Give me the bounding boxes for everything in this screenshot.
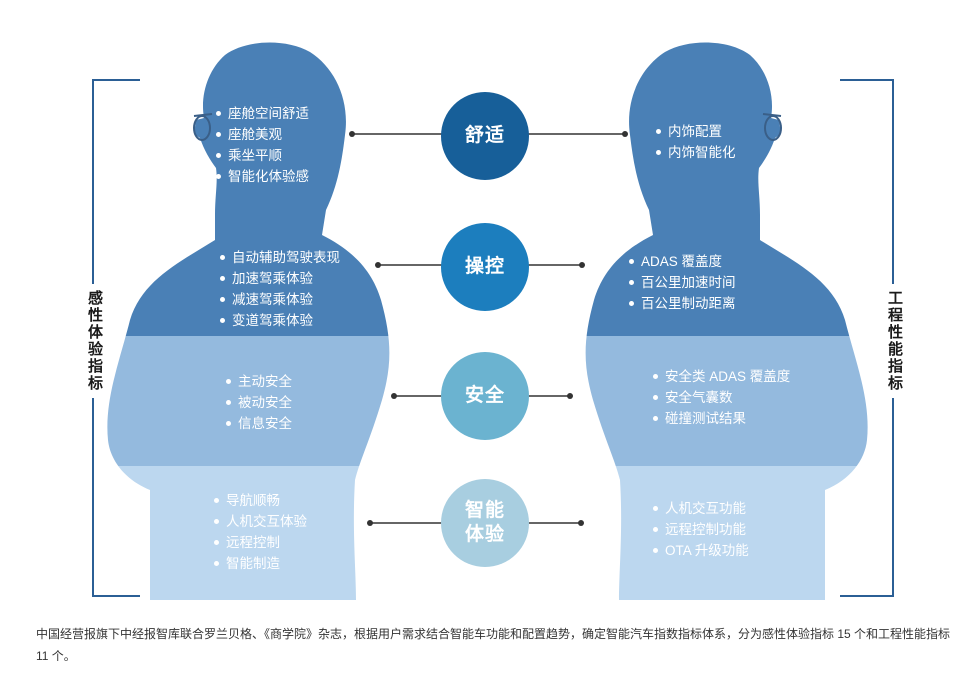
list-item: 智能化体验感 bbox=[214, 166, 309, 187]
list-item: 导航顺畅 bbox=[212, 490, 307, 511]
left-axis-label: 感性体验指标 bbox=[84, 284, 105, 398]
right-list-comfort: 内饰配置 内饰智能化 bbox=[654, 121, 736, 163]
list-item: 远程控制 bbox=[212, 532, 307, 553]
connectors bbox=[349, 131, 628, 526]
list-item: 主动安全 bbox=[224, 371, 292, 392]
left-list-comfort: 座舱空间舒适 座舱美观 乘坐平顺 智能化体验感 bbox=[214, 103, 309, 187]
list-item: 减速驾乘体验 bbox=[218, 289, 340, 310]
right-axis-label: 工程性能指标 bbox=[884, 284, 905, 398]
right-glasses bbox=[762, 113, 782, 141]
list-item: 座舱美观 bbox=[214, 124, 309, 145]
right-list-safety: 安全类 ADAS 覆盖度 安全气囊数 碰撞测试结果 bbox=[651, 366, 790, 429]
category-circle-safety: 安全 bbox=[441, 352, 529, 440]
list-item: 智能制造 bbox=[212, 553, 307, 574]
list-item: 人机交互功能 bbox=[651, 498, 749, 519]
category-circle-comfort: 舒适 bbox=[441, 92, 529, 180]
list-item: 加速驾乘体验 bbox=[218, 268, 340, 289]
list-item: 被动安全 bbox=[224, 392, 292, 413]
list-item: 远程控制功能 bbox=[651, 519, 749, 540]
list-item: 信息安全 bbox=[224, 413, 292, 434]
category-circle-smart: 智能体验 bbox=[441, 479, 529, 567]
left-list-control: 自动辅助驾驶表现 加速驾乘体验 减速驾乘体验 变道驾乘体验 bbox=[218, 247, 340, 331]
figure-caption: 中国经营报旗下中经报智库联合罗兰贝格、《商学院》杂志，根据用户需求结合智能车功能… bbox=[36, 627, 951, 663]
list-item: ADAS 覆盖度 bbox=[627, 251, 736, 272]
list-item: 人机交互体验 bbox=[212, 511, 307, 532]
category-label: 智能体验 bbox=[464, 500, 505, 545]
list-item: 内饰智能化 bbox=[654, 142, 736, 163]
left-list-smart: 导航顺畅 人机交互体验 远程控制 智能制造 bbox=[212, 490, 307, 574]
connector-smart bbox=[367, 520, 584, 526]
list-item: 变道驾乘体验 bbox=[218, 310, 340, 331]
right-list-smart: 人机交互功能 远程控制功能 OTA 升级功能 bbox=[651, 498, 749, 561]
left-list-safety: 主动安全 被动安全 信息安全 bbox=[224, 371, 292, 434]
list-item: 百公里加速时间 bbox=[627, 272, 736, 293]
connector-control bbox=[375, 262, 585, 268]
right-list-control: ADAS 覆盖度 百公里加速时间 百公里制动距离 bbox=[627, 251, 736, 314]
category-label: 舒适 bbox=[464, 125, 505, 146]
connector-safety bbox=[391, 393, 573, 399]
connector-comfort bbox=[349, 131, 628, 137]
list-item: OTA 升级功能 bbox=[651, 540, 749, 561]
list-item: 安全类 ADAS 覆盖度 bbox=[651, 366, 790, 387]
category-circle-control: 操控 bbox=[441, 223, 529, 311]
list-item: 安全气囊数 bbox=[651, 387, 790, 408]
left-glasses bbox=[193, 113, 213, 141]
category-label: 操控 bbox=[464, 256, 505, 277]
list-item: 自动辅助驾驶表现 bbox=[218, 247, 340, 268]
list-item: 碰撞测试结果 bbox=[651, 408, 790, 429]
category-label: 安全 bbox=[464, 385, 505, 406]
list-item: 百公里制动距离 bbox=[627, 293, 736, 314]
list-item: 座舱空间舒适 bbox=[214, 103, 309, 124]
list-item: 乘坐平顺 bbox=[214, 145, 309, 166]
list-item: 内饰配置 bbox=[654, 121, 736, 142]
